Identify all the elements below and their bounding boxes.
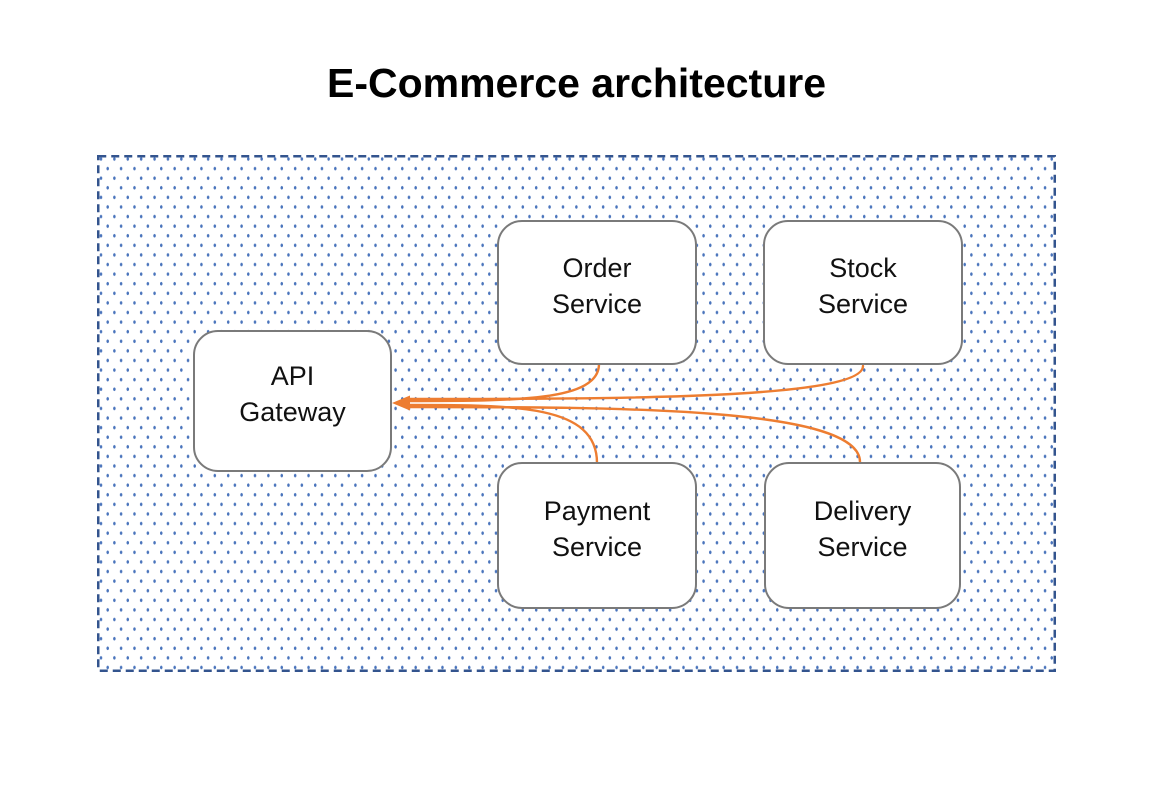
- diagram-title: E-Commerce architecture: [326, 60, 827, 106]
- node-api-gateway-label: API Gateway: [239, 361, 346, 427]
- arrowhead-icon: [392, 395, 410, 411]
- node-api-gateway: API Gateway: [193, 330, 392, 472]
- node-delivery-service: Delivery Service: [764, 462, 961, 609]
- connector-stock-to-gateway: [407, 364, 865, 401]
- frame-dashed-border: [97, 155, 1056, 672]
- node-payment-service-label: Payment Service: [543, 495, 651, 562]
- node-order-service-label: Order Service: [551, 252, 643, 319]
- diagram-frame: API Gateway Order Service Stock Service …: [97, 155, 1056, 672]
- node-delivery-service-label: Delivery Service: [813, 495, 912, 562]
- connector-order-to-gateway: [407, 362, 601, 403]
- node-stock-service: Stock Service: [763, 220, 963, 365]
- connector-payment-to-gateway: [407, 403, 599, 465]
- connector-delivery-to-gateway: [407, 405, 862, 464]
- connector-layer: [97, 155, 1056, 672]
- node-order-service: Order Service: [497, 220, 697, 365]
- node-payment-service: Payment Service: [497, 462, 697, 609]
- node-stock-service-label: Stock Service: [817, 252, 909, 319]
